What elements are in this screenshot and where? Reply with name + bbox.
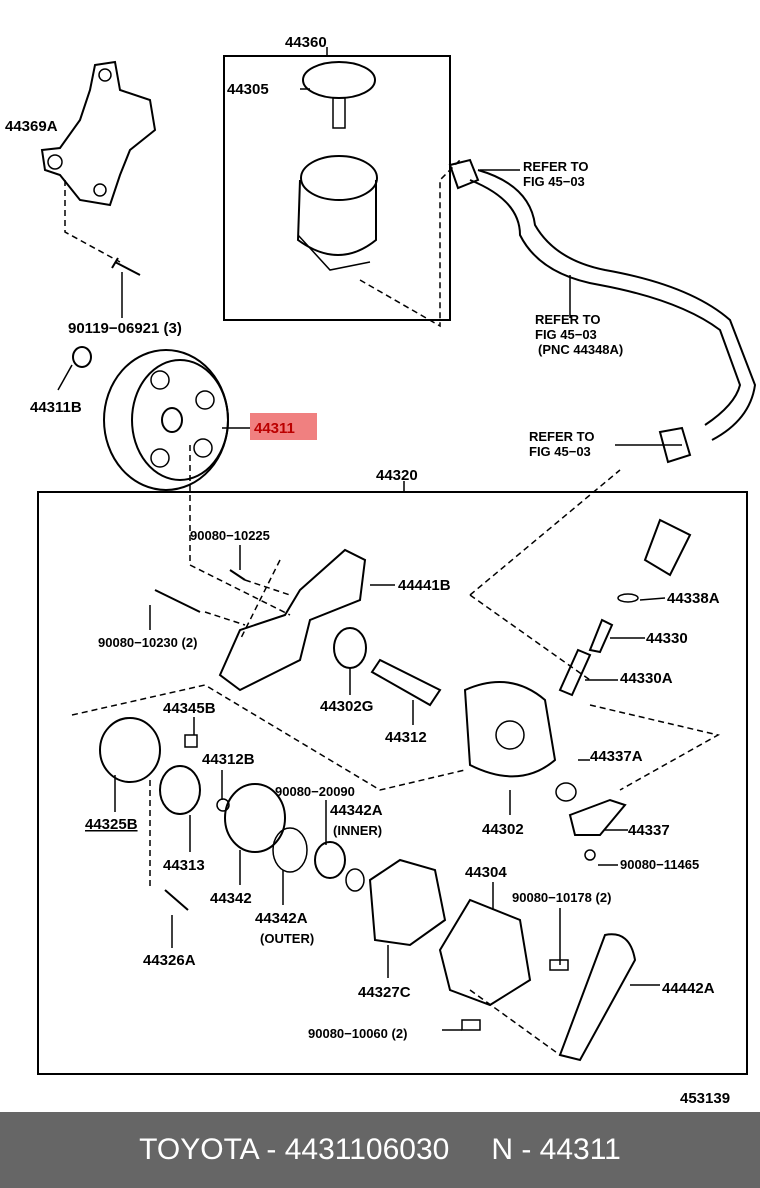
label-90080-11465[interactable]: 90080−11465 xyxy=(620,857,699,872)
label-outer: (OUTER) xyxy=(260,931,314,946)
label-44342[interactable]: 44342 xyxy=(210,890,252,907)
label-90119-06921[interactable]: 90119−06921 (3) xyxy=(68,320,182,337)
label-90080-20090[interactable]: 90080−20090 xyxy=(275,784,355,799)
highlighted-part-box xyxy=(250,413,317,440)
label-44312[interactable]: 44312 xyxy=(385,729,427,746)
refer-note-2-line2[interactable]: FIG 45−03 xyxy=(535,327,597,342)
label-inner: (INNER) xyxy=(333,823,382,838)
label-44342A-inner[interactable]: 44342A xyxy=(330,802,383,819)
label-44442A[interactable]: 44442A xyxy=(662,980,715,997)
reservoir-group-box xyxy=(223,55,451,321)
pulley-44311-drawing xyxy=(57,346,291,616)
label-44325B[interactable]: 44325B xyxy=(85,816,138,833)
label-90080-10230[interactable]: 90080−10230 (2) xyxy=(98,635,197,650)
label-90080-10225[interactable]: 90080−10225 xyxy=(190,528,270,543)
bracket-44369A-drawing xyxy=(40,60,157,318)
reservoir-drawing xyxy=(296,61,461,328)
part-info-footer: TOYOTA - 4431106030 N - 44311 xyxy=(0,1112,760,1188)
label-44337A[interactable]: 44337A xyxy=(590,748,643,765)
label-44305[interactable]: 44305 xyxy=(227,81,269,98)
label-44360[interactable]: 44360 xyxy=(285,34,327,51)
label-44311-highlighted[interactable]: 44311 xyxy=(254,420,295,437)
label-44337[interactable]: 44337 xyxy=(628,822,670,839)
label-44330[interactable]: 44330 xyxy=(646,630,688,647)
label-44312B[interactable]: 44312B xyxy=(202,751,255,768)
refer-note-1-line2[interactable]: FIG 45−03 xyxy=(523,174,585,189)
label-44369A[interactable]: 44369A xyxy=(5,118,58,135)
label-44304[interactable]: 44304 xyxy=(465,864,507,881)
figure-number: 453139 xyxy=(680,1090,730,1107)
pump-internals-drawing xyxy=(71,518,721,1062)
refer-note-3-line1: REFER TO xyxy=(529,429,595,444)
pump-assembly-box xyxy=(37,491,748,1075)
label-44313[interactable]: 44313 xyxy=(163,857,205,874)
label-44326A[interactable]: 44326A xyxy=(143,952,196,969)
label-44311B[interactable]: 44311B xyxy=(30,399,82,416)
label-44441B[interactable]: 44441B xyxy=(398,577,451,594)
refer-note-2-line3: (PNC 44348A) xyxy=(538,342,623,357)
label-44320[interactable]: 44320 xyxy=(376,467,418,484)
refer-note-2-line1: REFER TO xyxy=(535,312,601,327)
exploded-parts-diagram: 44360 44305 44369A 90119−06921 (3) 44311… xyxy=(5,34,757,1107)
refer-note-3-line2[interactable]: FIG 45−03 xyxy=(529,444,591,459)
part-labels: 44360 44305 44369A 90119−06921 (3) 44311… xyxy=(5,34,730,1107)
hoses-drawing xyxy=(448,158,757,596)
label-44345B[interactable]: 44345B xyxy=(163,700,216,717)
label-44342A-outer[interactable]: 44342A xyxy=(255,910,308,927)
label-44327C[interactable]: 44327C xyxy=(358,984,411,1001)
oem-part-number: TOYOTA - 4431106030 xyxy=(139,1133,450,1166)
label-44338A[interactable]: 44338A xyxy=(667,590,720,607)
refer-note-1-line1: REFER TO xyxy=(523,159,589,174)
label-44302G[interactable]: 44302G xyxy=(320,698,373,715)
label-90080-10060[interactable]: 90080−10060 (2) xyxy=(308,1026,407,1041)
label-44302[interactable]: 44302 xyxy=(482,821,524,838)
label-90080-10178[interactable]: 90080−10178 (2) xyxy=(512,890,611,905)
pnc-number: N - 44311 xyxy=(491,1133,621,1166)
label-44330A[interactable]: 44330A xyxy=(620,670,673,687)
leader-lines xyxy=(114,545,666,1031)
